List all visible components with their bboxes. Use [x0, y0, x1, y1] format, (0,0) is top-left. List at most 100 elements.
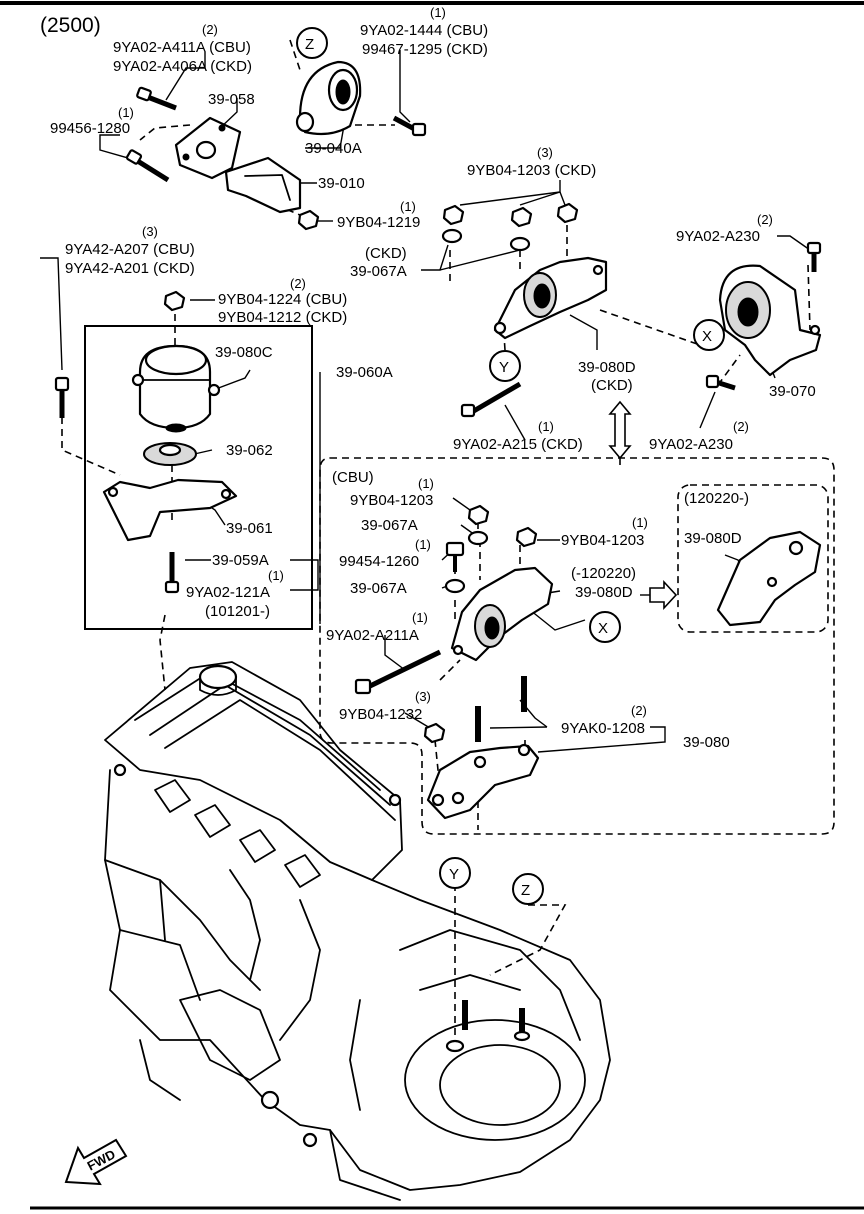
- label-120220-from: (120220-): [684, 490, 749, 507]
- label-39-010: 39-010: [318, 175, 365, 192]
- bracket-39-080d-cbu: [450, 566, 554, 662]
- nut-9yb04-1232: [423, 722, 446, 744]
- label-99454-1260: 99454-1260: [339, 553, 419, 570]
- marker-z-top: Z: [296, 27, 328, 59]
- label-39-067a-a: 39-067A: [361, 517, 418, 534]
- label-39-067a-b: 39-067A: [350, 580, 407, 597]
- label-39-060a: 39-060A: [336, 364, 393, 381]
- bolt-99456-1280: [125, 149, 170, 183]
- qty-1260: (1): [415, 537, 431, 552]
- qty-a411a: (2): [202, 22, 218, 37]
- bolt-9ya02-a215: [460, 381, 522, 418]
- washers-39-067a-ckd: [441, 228, 531, 252]
- bolt-99454-1260: [445, 541, 465, 572]
- qty-1219: (1): [400, 199, 416, 214]
- qty-1232: (3): [415, 689, 431, 704]
- qty-a207: (3): [142, 224, 158, 239]
- cbu-mount-region: [84, 325, 313, 630]
- stopper-39-062: [143, 442, 197, 466]
- nut-9yb04-1203-a: [467, 504, 490, 526]
- label-9ya02-121a: 9YA02-121A: [186, 584, 270, 601]
- qty-1203-a: (1): [418, 476, 434, 491]
- label-9ya02-a230-bot: 9YA02-A230: [649, 436, 733, 453]
- svg-text:X: X: [598, 620, 608, 637]
- washer-39-067a-b: [444, 578, 466, 594]
- bolt-9ya02-a211a: [354, 649, 442, 695]
- label-9ya02-a230-top: 9YA02-A230: [676, 228, 760, 245]
- marker-y-top: Y: [489, 350, 521, 382]
- label-9yb04-1212: 9YB04-1212 (CKD): [218, 309, 347, 326]
- label-39-080d-ckd: 39-080D: [578, 359, 636, 376]
- washer-39-067a-a: [467, 530, 489, 546]
- svg-text:Z: Z: [305, 36, 314, 53]
- qty-a230-top: (2): [757, 212, 773, 227]
- label-101201: (101201-): [205, 603, 270, 620]
- ckd-tag: (CKD): [365, 245, 407, 262]
- bolt-9ya42-a207: [54, 376, 70, 418]
- bolt-9ya02-a411a: [136, 86, 177, 111]
- qty-1208: (2): [631, 703, 647, 718]
- label-9ya42-a207: 9YA42-A207 (CBU): [65, 241, 195, 258]
- label-ckd-paren: (CKD): [591, 377, 633, 394]
- label-99456-1280: 99456-1280: [50, 120, 130, 137]
- bracket-39-080d-ckd: [493, 256, 608, 340]
- part-labels: (2) 9YA02-A411A (CBU) 9YA02-A406A (CKD) …: [50, 5, 816, 751]
- label-39-067a-top: 39-067A: [350, 263, 407, 280]
- label-9yb04-1232: 9YB04-1232: [339, 706, 422, 723]
- label-cbu: (CBU): [332, 469, 374, 486]
- label-9yb04-1224: 9YB04-1224 (CBU): [218, 291, 347, 308]
- label-39-080d-cbu: 39-080D: [575, 584, 633, 601]
- bolt-9ya02-a230-bottom: [705, 374, 736, 391]
- label-39-062: 39-062: [226, 442, 273, 459]
- engine-transaxle-assembly: [104, 661, 611, 1201]
- stud-39-059a: [164, 552, 180, 594]
- bracket-39-010: [224, 156, 302, 214]
- qty-a215: (1): [538, 419, 554, 434]
- marker-x-top: X: [693, 319, 725, 351]
- label-120220-until: (-120220): [571, 565, 636, 582]
- fwd-direction-arrow: FWD: [64, 1138, 128, 1186]
- label-9ya02-a215: 9YA02-A215 (CKD): [453, 436, 583, 453]
- marker-x-cbu: X: [589, 611, 621, 643]
- qty-1444: (1): [430, 5, 446, 20]
- label-39-059a: 39-059A: [212, 552, 269, 569]
- nut-9yb04-1219: [297, 209, 320, 231]
- bolt-9ya02-1444: [392, 115, 427, 137]
- svg-text:Y: Y: [449, 866, 459, 883]
- qty-1203-b: (1): [632, 515, 648, 530]
- label-9yb04-1203-ckd: 9YB04-1203 (CKD): [467, 162, 596, 179]
- label-9ya42-a201: 9YA42-A201 (CKD): [65, 260, 195, 277]
- studs-9yak0-1208: [475, 676, 527, 742]
- label-39-080: 39-080: [683, 734, 730, 751]
- label-9ya02-a406a: 9YA02-A406A (CKD): [113, 58, 252, 75]
- label-39-058: 39-058: [208, 91, 255, 108]
- bracket-39-080: [426, 743, 540, 820]
- label-9ya02-a411a: 9YA02-A411A (CBU): [113, 39, 251, 56]
- label-39-061: 39-061: [226, 520, 273, 537]
- label-9yb04-1203-a: 9YB04-1203: [350, 492, 433, 509]
- label-9yb04-1219: 9YB04-1219: [337, 214, 420, 231]
- qty-1203-ckd: (3): [537, 145, 553, 160]
- plate-39-058: [174, 116, 242, 180]
- svg-text:Y: Y: [499, 359, 509, 376]
- label-39-080d-box: 39-080D: [684, 530, 742, 547]
- qty-a230-bot: (2): [733, 419, 749, 434]
- marker-y-bottom: Y: [439, 857, 471, 889]
- qty-1280: (1): [118, 105, 134, 120]
- nut-9yb04-1203-b: [515, 526, 538, 548]
- bracket-39-061: [102, 478, 238, 542]
- label-9yak0-1208: 9YAK0-1208: [561, 720, 645, 737]
- mount-rubber-39-080c: [131, 344, 221, 433]
- cbu-dashed-region: [319, 457, 835, 835]
- label-39-070: 39-070: [769, 383, 816, 400]
- qty-a211a: (1): [412, 610, 428, 625]
- svg-text:Z: Z: [521, 882, 530, 899]
- svg-text:X: X: [702, 328, 712, 345]
- qty-1224: (2): [290, 276, 306, 291]
- nut-9yb04-1224: [163, 290, 186, 312]
- nuts-9yb04-1203-ckd: [442, 202, 579, 228]
- qty-121a: (1): [268, 568, 284, 583]
- label-39-040a: 39-040A: [305, 140, 362, 157]
- label-9ya02-a211a: 9YA02-A211A: [326, 627, 419, 644]
